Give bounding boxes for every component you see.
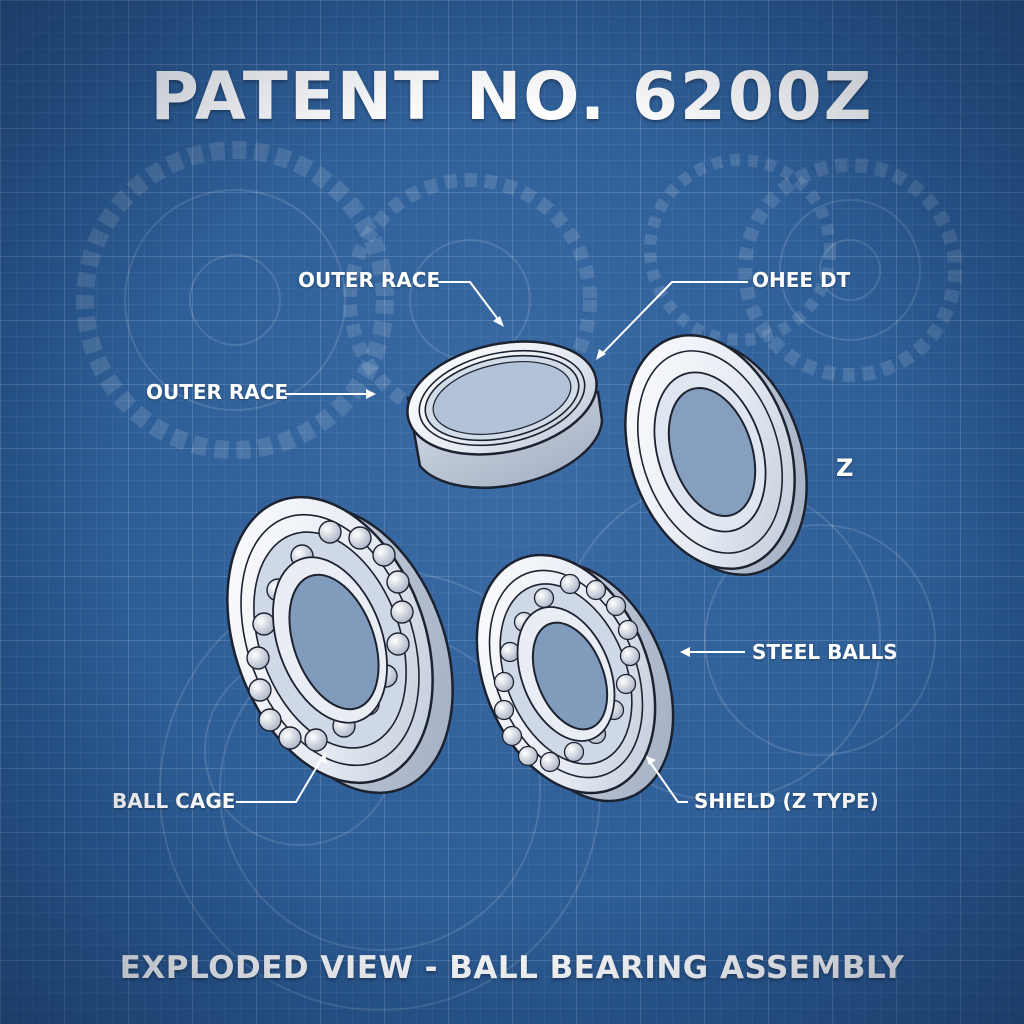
large-bearing-part: [226, 495, 454, 795]
leader-ball-cage: [236, 757, 323, 803]
label-z-mark: Z: [836, 454, 854, 482]
leader-arrowheads: [319, 316, 690, 765]
medium-bearing-part: [475, 553, 675, 803]
shield-disc-part: [624, 333, 808, 577]
page-title: PATENT NO. 6200Z: [150, 58, 874, 135]
label-ohee-dt: OHEE DT: [752, 268, 851, 292]
leader-lines: [236, 281, 748, 803]
label-outer-race-top: OUTER RACE: [298, 268, 441, 292]
figure-caption: EXPLODED VIEW - BALL BEARING ASSEMBLY: [119, 950, 905, 986]
leader-ohee-dt: [599, 281, 748, 357]
label-shield: SHIELD (Z TYPE): [694, 789, 879, 813]
label-outer-race-left: OUTER RACE: [146, 380, 289, 404]
leader-outer-race-top: [438, 281, 501, 323]
medium-bearing-balls: [493, 573, 641, 773]
leader-shield: [649, 761, 688, 803]
outer-race-ring-part: [406, 340, 604, 489]
label-ball-cage: BALL CAGE: [112, 789, 236, 813]
label-steel-balls: STEEL BALLS: [752, 640, 898, 664]
